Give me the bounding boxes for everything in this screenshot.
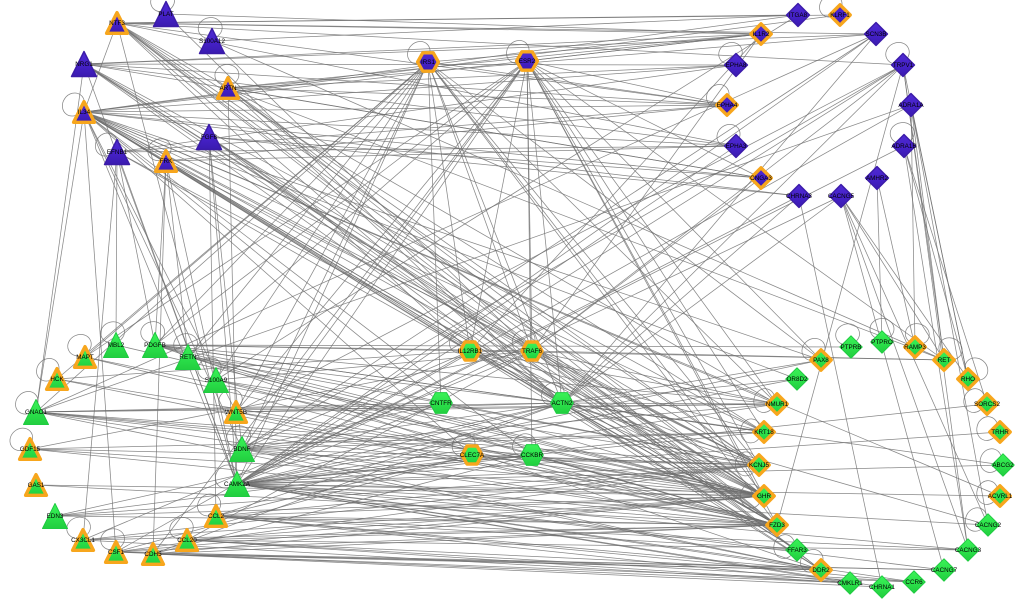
svg-text:MBL2: MBL2 [108, 342, 125, 349]
svg-text:CCR6: CCR6 [905, 579, 923, 586]
svg-text:KCNJ5: KCNJ5 [749, 462, 769, 469]
svg-text:FRK: FRK [160, 158, 173, 165]
svg-text:IL1R2: IL1R2 [753, 31, 770, 38]
svg-text:OR8D2: OR8D2 [787, 376, 808, 383]
svg-text:S100A9: S100A9 [205, 377, 228, 384]
svg-text:TRHR: TRHR [991, 429, 1009, 436]
svg-text:RET: RET [938, 357, 951, 364]
svg-text:CHRNA1: CHRNA1 [869, 584, 895, 591]
svg-text:CNGA3: CNGA3 [750, 175, 772, 182]
svg-text:CX3CL1: CX3CL1 [71, 537, 95, 544]
svg-text:IRS1: IRS1 [421, 59, 435, 66]
svg-text:CCKBR: CCKBR [521, 452, 543, 459]
svg-text:PLAT: PLAT [158, 11, 173, 18]
svg-text:PAX8: PAX8 [813, 357, 829, 364]
svg-text:BDNF: BDNF [233, 446, 250, 453]
svg-text:CAMK2A: CAMK2A [224, 481, 251, 488]
svg-text:GDF15: GDF15 [20, 446, 41, 453]
svg-text:ESR2: ESR2 [519, 58, 536, 65]
svg-text:RAMP3: RAMP3 [904, 344, 926, 351]
svg-text:GNAO1: GNAO1 [25, 409, 48, 416]
svg-text:FFAR3: FFAR3 [787, 547, 807, 554]
svg-text:CLEC7A: CLEC7A [460, 452, 485, 459]
svg-text:CCL2: CCL2 [208, 513, 225, 520]
svg-text:EPHA3: EPHA3 [726, 143, 747, 150]
svg-text:PDGFB: PDGFB [144, 342, 166, 349]
svg-text:WNT5B: WNT5B [225, 409, 247, 416]
svg-text:TRAF6: TRAF6 [522, 348, 542, 355]
svg-text:EPHA8: EPHA8 [726, 62, 747, 69]
svg-text:EDN3: EDN3 [47, 513, 64, 520]
svg-text:DDR2: DDR2 [812, 567, 830, 574]
svg-text:CHRNA3: CHRNA3 [786, 193, 812, 200]
svg-text:HCK: HCK [50, 376, 64, 383]
svg-text:CDH5: CDH5 [144, 551, 162, 558]
svg-text:FZD3: FZD3 [769, 522, 785, 529]
svg-text:GHR: GHR [757, 493, 771, 500]
svg-text:IL12RB1: IL12RB1 [458, 348, 483, 355]
svg-text:CACNG5: CACNG5 [828, 193, 855, 200]
svg-text:SORCS2: SORCS2 [974, 401, 1000, 408]
svg-text:ADRA1A: ADRA1A [898, 102, 924, 109]
svg-text:FGF6: FGF6 [201, 134, 218, 141]
svg-text:CMKLR1: CMKLR1 [837, 580, 863, 587]
svg-text:PTPRO: PTPRO [871, 339, 893, 346]
svg-text:AMHR2: AMHR2 [866, 175, 889, 182]
svg-text:ARTN: ARTN [219, 85, 236, 92]
svg-text:CACNG3: CACNG3 [955, 547, 982, 554]
svg-text:CACNG7: CACNG7 [931, 567, 958, 574]
svg-text:PTPRB: PTPRB [841, 344, 862, 351]
svg-text:NTF3: NTF3 [109, 20, 125, 27]
svg-text:EPHA4: EPHA4 [717, 102, 738, 109]
svg-text:S100A12: S100A12 [199, 38, 225, 45]
svg-text:RHO: RHO [961, 376, 975, 383]
svg-text:ABCG2: ABCG2 [992, 462, 1014, 469]
svg-text:NRG1: NRG1 [75, 61, 93, 68]
svg-text:IL34: IL34 [78, 109, 91, 116]
svg-text:CNTFR: CNTFR [430, 400, 452, 407]
svg-text:EFNB1: EFNB1 [107, 149, 128, 156]
svg-text:RETN: RETN [179, 354, 197, 361]
svg-text:KLRF1: KLRF1 [830, 12, 850, 19]
svg-text:ACVRL1: ACVRL1 [988, 493, 1013, 500]
svg-text:GAS1: GAS1 [28, 482, 45, 489]
svg-text:ACTN2: ACTN2 [552, 400, 573, 407]
svg-text:ADRA1B: ADRA1B [891, 143, 916, 150]
svg-text:KRT18: KRT18 [754, 429, 774, 436]
svg-text:CSF1: CSF1 [108, 549, 125, 556]
svg-text:ITGA8: ITGA8 [789, 12, 808, 19]
svg-text:NMUR1: NMUR1 [766, 401, 789, 408]
svg-text:MAPT: MAPT [76, 354, 94, 361]
svg-text:CCL20: CCL20 [177, 537, 197, 544]
svg-text:TRPV1: TRPV1 [893, 62, 914, 69]
svg-text:SCN3B: SCN3B [866, 31, 887, 38]
svg-text:CACNG2: CACNG2 [975, 522, 1002, 529]
